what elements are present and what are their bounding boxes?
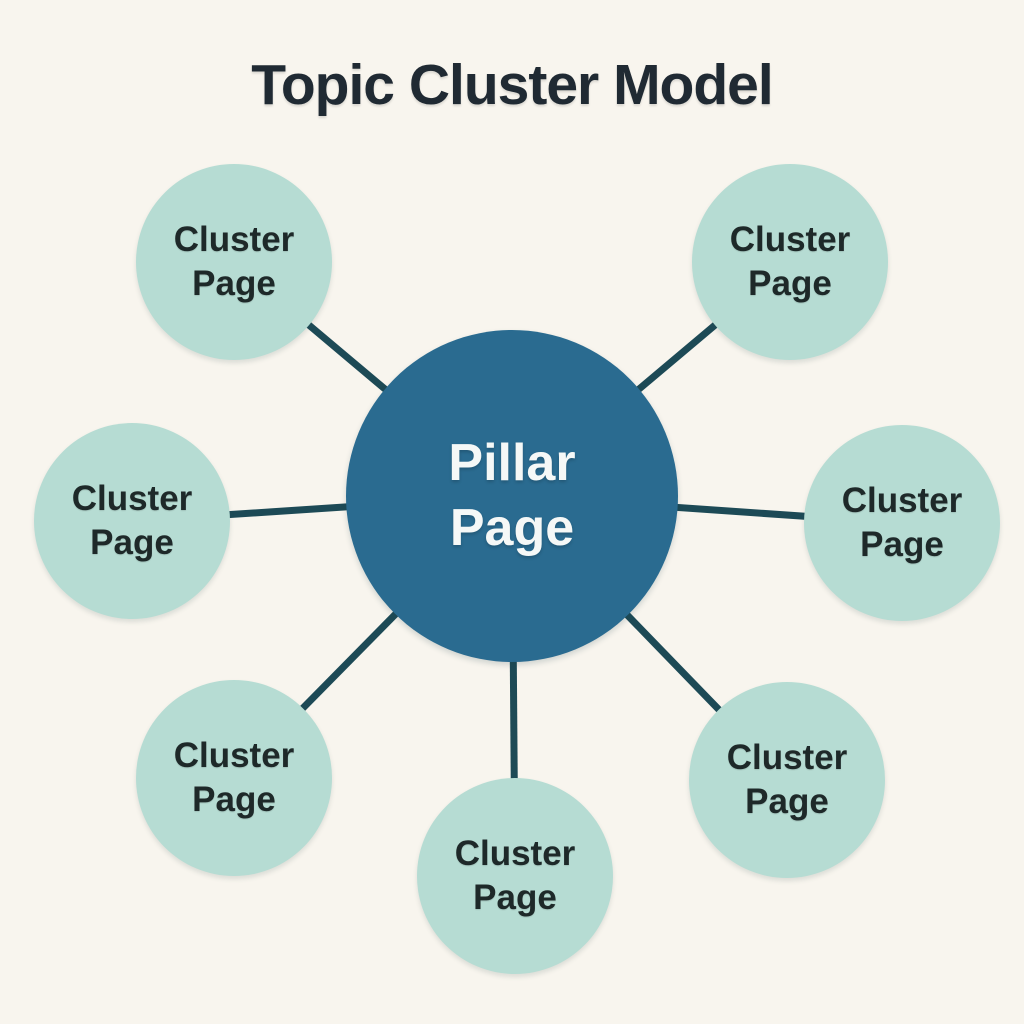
cluster-node-top-left: Cluster Page xyxy=(136,164,332,360)
cluster-node-label: Cluster Page xyxy=(726,737,848,821)
cluster-node-bottom-left: Cluster Page xyxy=(136,680,332,876)
cluster-node-label: Cluster Page xyxy=(454,833,576,917)
cluster-node-left: Cluster Page xyxy=(34,423,230,619)
cluster-node-label: Cluster Page xyxy=(71,478,193,562)
pillar-node-label: Pillar Page xyxy=(448,434,576,557)
cluster-node-label: Cluster Page xyxy=(173,219,295,303)
cluster-node-right: Cluster Page xyxy=(804,425,1000,621)
cluster-node-label: Cluster Page xyxy=(841,480,963,564)
cluster-node-label: Cluster Page xyxy=(173,735,295,819)
diagram-title: Topic Cluster Model xyxy=(251,53,773,117)
cluster-node-top-right: Cluster Page xyxy=(692,164,888,360)
cluster-node-bottom-right: Cluster Page xyxy=(689,682,885,878)
pillar-node: Pillar Page xyxy=(346,330,678,662)
cluster-node-label: Cluster Page xyxy=(729,219,851,303)
cluster-node-bottom-center: Cluster Page xyxy=(417,778,613,974)
